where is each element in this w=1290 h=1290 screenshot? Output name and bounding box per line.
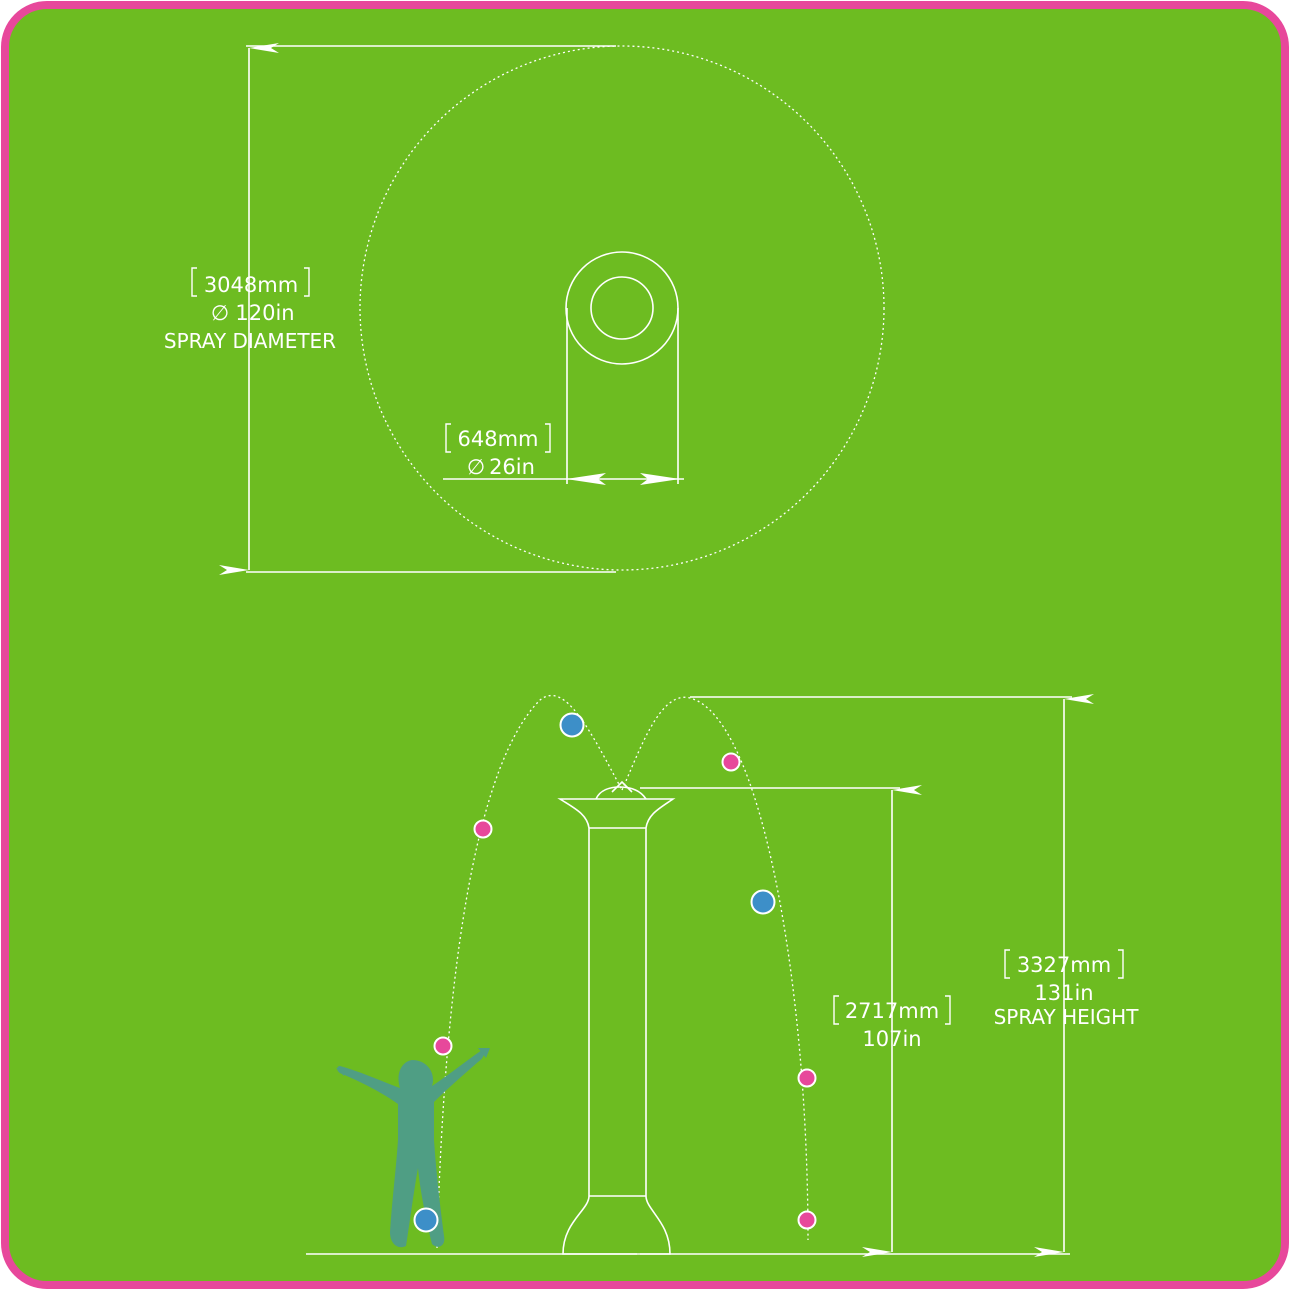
diameter-mm-text: 3048mm xyxy=(204,273,298,297)
base-arrow-left xyxy=(566,473,606,485)
spray-bracket-left xyxy=(1004,949,1010,979)
ball-blue xyxy=(750,889,776,915)
base-symbol: ∅ xyxy=(467,455,485,479)
ball-pink xyxy=(433,1036,453,1056)
nozzle-in-text: 107in xyxy=(862,1027,921,1051)
base-inner-ring xyxy=(590,276,654,340)
spray-bracket-right xyxy=(1118,949,1124,979)
nozzle-bracket-right xyxy=(945,995,951,1025)
diameter-symbol: ∅ xyxy=(211,301,229,325)
spray-in-text: 131in xyxy=(1034,981,1093,1005)
fountain-column xyxy=(557,780,676,1255)
ball-pink xyxy=(797,1210,817,1230)
base-in-text: 26in xyxy=(489,455,535,479)
bracket-right xyxy=(304,267,310,297)
base-bracket-left xyxy=(445,423,451,453)
diameter-in-text: 120in xyxy=(235,301,294,325)
elevation-view: 2717mm 107in 3327mm 131in SPRAY HEIGHT xyxy=(306,694,1140,1257)
ball-blue xyxy=(413,1207,439,1233)
spray-circle xyxy=(359,45,885,571)
base-outer-ring xyxy=(565,251,679,365)
base-mm-text: 648mm xyxy=(458,427,539,451)
spray-arc-right xyxy=(621,696,809,1241)
base-bracket-right xyxy=(545,423,551,453)
spray-balls xyxy=(413,712,817,1233)
spray-mm-text: 3327mm xyxy=(1017,953,1111,977)
base-arrow-right xyxy=(640,473,680,485)
nozzle-mm-text: 2717mm xyxy=(845,999,939,1023)
spray-label-text: SPRAY HEIGHT xyxy=(994,1005,1140,1029)
base-outline xyxy=(566,308,679,484)
diameter-label-text: SPRAY DIAMETER xyxy=(164,329,336,353)
ball-pink xyxy=(721,752,741,772)
ball-blue xyxy=(559,712,585,738)
ball-pink xyxy=(797,1068,817,1088)
bracket-left xyxy=(191,267,197,297)
child-silhouette xyxy=(336,1048,490,1248)
plan-view: 3048mm ∅ 120in SPRAY DIAMETER 648mm ∅ 26… xyxy=(164,42,885,575)
ball-pink xyxy=(473,819,493,839)
nozzle-bracket-left xyxy=(833,995,839,1025)
